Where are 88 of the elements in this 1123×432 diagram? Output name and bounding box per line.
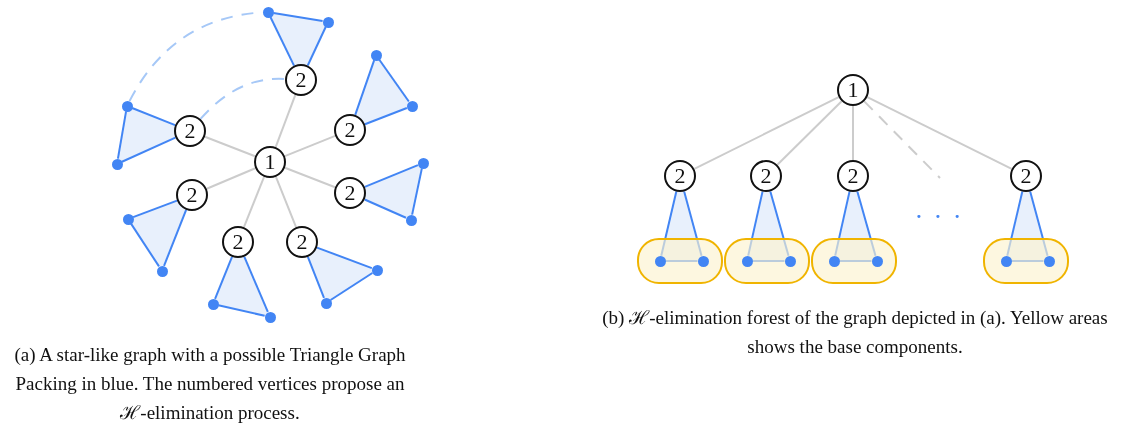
vertex-dot xyxy=(406,100,418,112)
caption-text: (b) ℋ-elimination forest of the graph depicted in (a). Yellow areas shows the base components. xyxy=(601,306,1109,359)
numbered-vertex: 1 xyxy=(837,74,869,106)
edge-line xyxy=(693,96,840,170)
edge-line xyxy=(363,198,407,219)
numbered-vertex: 2 xyxy=(174,115,206,147)
edge-line xyxy=(132,199,178,219)
edge-line xyxy=(363,164,419,188)
edge-line xyxy=(163,208,188,267)
curved-line xyxy=(199,77,287,120)
vertex-dot xyxy=(654,255,666,267)
vertex-dot xyxy=(405,214,417,226)
edge-line xyxy=(243,255,269,313)
edge-line xyxy=(363,107,408,126)
vertex-dot xyxy=(264,311,276,323)
numbered-vertex: 2 xyxy=(1010,160,1042,192)
edge-line xyxy=(217,304,266,317)
edge-line xyxy=(1029,190,1049,257)
highlight-area xyxy=(724,238,810,284)
vertex-dot xyxy=(122,213,134,225)
numbered-vertex: 2 xyxy=(837,160,869,192)
vertex-dot xyxy=(1000,255,1012,267)
edge-line xyxy=(316,246,373,270)
edge-line xyxy=(121,136,177,163)
numbered-vertex: 2 xyxy=(664,160,696,192)
edge-line xyxy=(834,190,851,257)
edge-line xyxy=(776,100,843,166)
edge-line xyxy=(852,105,854,161)
edge-line xyxy=(130,222,160,268)
vertex-dot xyxy=(320,297,332,309)
edge-line xyxy=(411,167,423,216)
vertex-dot xyxy=(156,265,168,277)
edge-line xyxy=(664,260,699,262)
numbered-vertex: 2 xyxy=(334,177,366,209)
numbered-vertex: 2 xyxy=(222,226,254,258)
edge-line xyxy=(283,134,337,158)
edge-line xyxy=(242,175,266,229)
highlight-area xyxy=(983,238,1069,284)
edge-line xyxy=(838,260,873,262)
numbered-vertex: 2 xyxy=(285,64,317,96)
edge-line xyxy=(751,260,786,262)
edge-line xyxy=(203,135,257,158)
edge-line xyxy=(866,96,1013,170)
edge-line xyxy=(747,190,764,257)
vertex-dot xyxy=(1043,255,1055,267)
edge-line xyxy=(306,255,325,299)
numbered-vertex: 2 xyxy=(286,226,318,258)
edge-line xyxy=(1010,260,1045,262)
edge-line xyxy=(274,93,297,149)
numbered-vertex: 2 xyxy=(176,179,208,211)
edge-line xyxy=(131,107,177,127)
vertex-dot xyxy=(828,255,840,267)
numbered-vertex: 2 xyxy=(334,114,366,146)
edge-line xyxy=(272,11,324,23)
edge-line xyxy=(769,190,790,257)
edge-line xyxy=(283,166,337,189)
edge-line xyxy=(269,15,295,67)
edge-line xyxy=(116,110,128,160)
vertex-dot xyxy=(121,100,133,112)
vertex-dot xyxy=(741,255,753,267)
vertex-dot xyxy=(322,16,334,28)
edge-line xyxy=(306,26,327,67)
ellipsis-text: · · · xyxy=(914,205,966,229)
vertex-dot xyxy=(417,157,429,169)
edge-line xyxy=(660,190,678,257)
edge-line xyxy=(354,59,376,116)
edge-line xyxy=(378,58,410,103)
vertex-dot xyxy=(784,255,796,267)
edge-line xyxy=(274,175,298,229)
vertex-dot xyxy=(262,6,274,18)
caption-text: (a) A star-like graph with a possible Triangle Graph Packing in blue. The numbered vertices propose an ℋ-elimination process. xyxy=(13,343,407,425)
vertex-dot xyxy=(111,158,123,170)
edge-line xyxy=(214,255,233,300)
highlight-area xyxy=(811,238,897,284)
edge-line xyxy=(205,167,257,190)
vertex-dot xyxy=(371,264,383,276)
vertex-dot xyxy=(370,49,382,61)
numbered-vertex: 1 xyxy=(254,146,286,178)
edge-line xyxy=(683,190,703,257)
dangling-line xyxy=(863,100,941,179)
edge-line xyxy=(329,272,374,301)
vertex-dot xyxy=(697,255,709,267)
vertex-dot xyxy=(871,255,883,267)
edge-line xyxy=(1006,190,1024,257)
highlight-area xyxy=(637,238,723,284)
numbered-vertex: 2 xyxy=(750,160,782,192)
vertex-dot xyxy=(207,298,219,310)
edge-line xyxy=(856,190,877,257)
